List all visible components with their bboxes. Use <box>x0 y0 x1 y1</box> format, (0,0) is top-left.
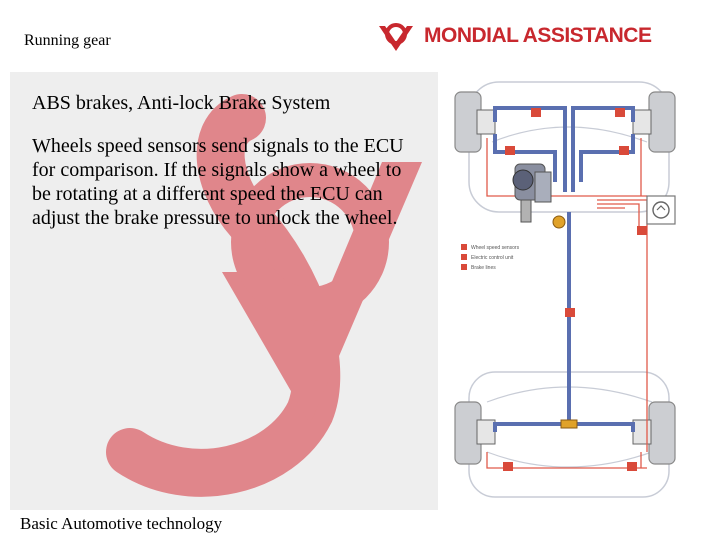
electric-control-unit <box>646 195 676 225</box>
rear-right-wheel <box>632 401 676 465</box>
slide-body-text: Wheels speed sensors send signals to the… <box>32 135 404 229</box>
logo-watermark-icon <box>106 94 422 497</box>
abs-system-diagram: Wheel speed sensors Electric control uni… <box>447 72 710 510</box>
logo-text: MONDIAL ASSISTANCE <box>424 24 652 47</box>
footer-text: Basic Automotive technology <box>20 514 223 533</box>
abs-hydraulic-unit <box>512 163 578 429</box>
rear-left-wheel <box>454 401 496 465</box>
section-title: Running gear <box>24 32 111 49</box>
legend-item-wheel-speed-sensors: Wheel speed sensors <box>471 245 520 251</box>
brake-lines <box>493 106 635 432</box>
diagram-callouts <box>503 108 647 471</box>
front-right-wheel <box>632 91 676 153</box>
legend-item-brake-lines: Brake lines <box>471 265 496 271</box>
logo-emblem-icon <box>379 23 413 51</box>
legend-item-electric-control-unit: Electric control unit <box>471 255 514 261</box>
diagram-legend: Wheel speed sensors Electric control uni… <box>461 244 520 271</box>
mondial-assistance-logo: MONDIAL ASSISTANCE <box>376 20 706 56</box>
front-left-wheel <box>454 91 496 153</box>
abs-diagram-illustration: Wheel speed sensors Electric control uni… <box>454 81 676 498</box>
slide-heading: ABS brakes, Anti-lock Brake System <box>32 92 331 114</box>
content-panel: ABS brakes, Anti-lock Brake System Wheel… <box>10 72 438 510</box>
